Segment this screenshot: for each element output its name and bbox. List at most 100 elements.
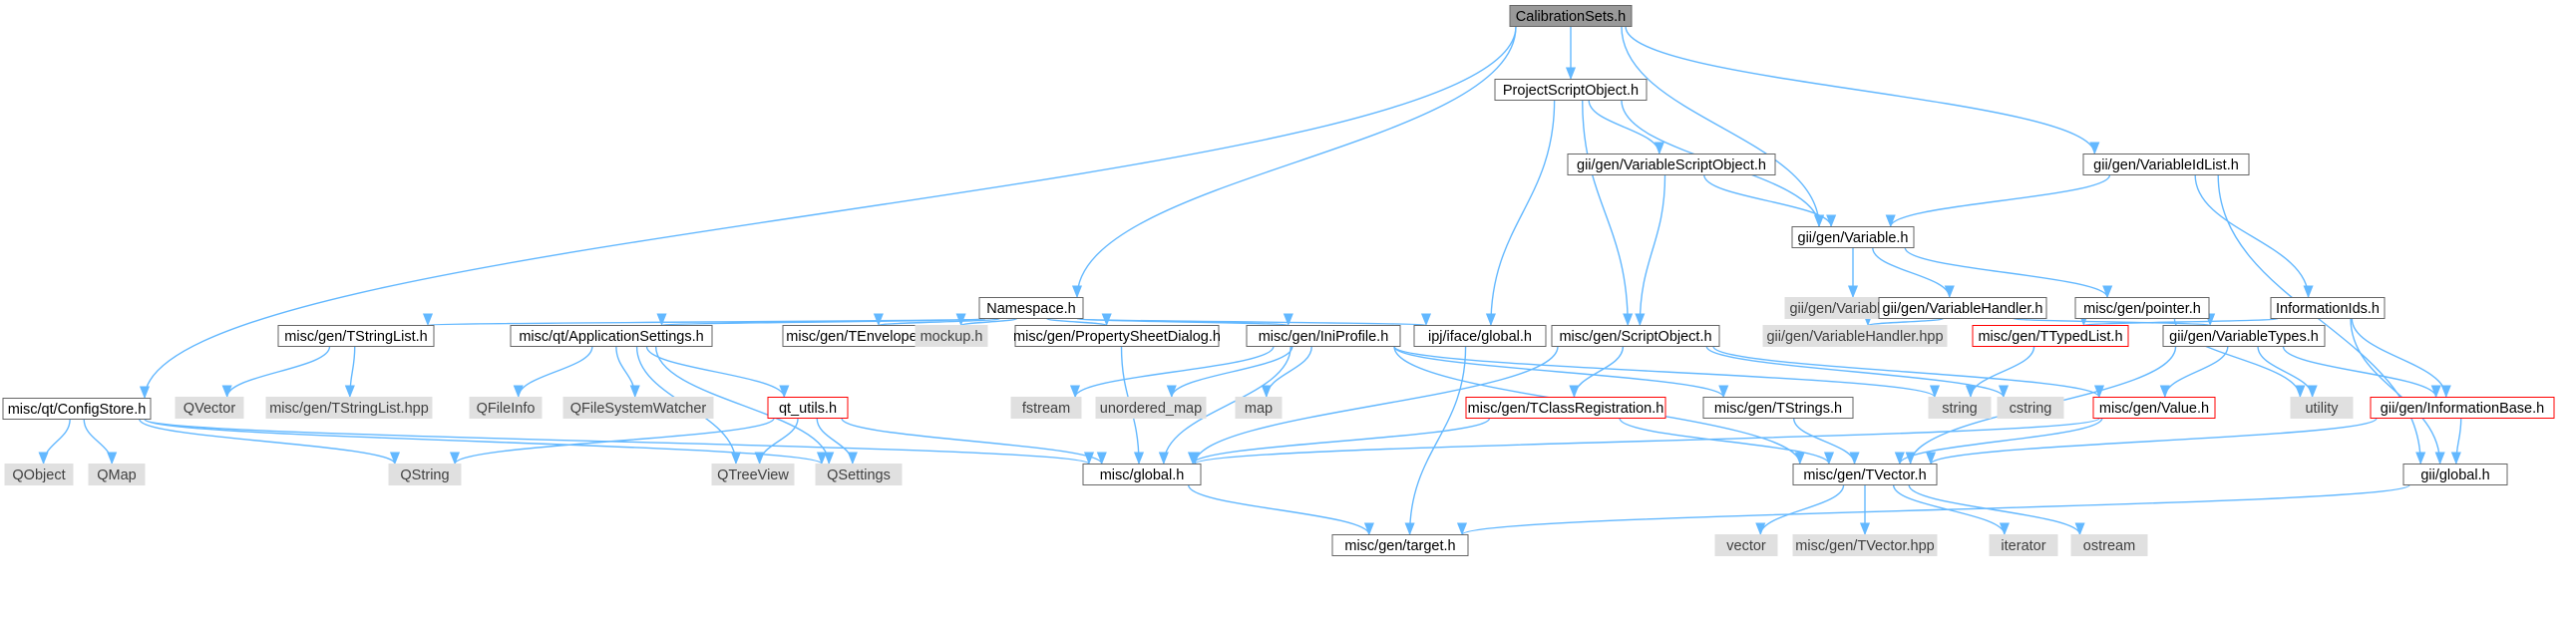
node-tenvelope[interactable]: misc/gen/TEnvelope.h — [782, 325, 933, 347]
edge — [1872, 247, 1955, 299]
node-variablehandler[interactable]: gii/gen/VariableHandler.h — [1878, 297, 2047, 319]
node-box — [2370, 397, 2555, 419]
edge-variablehandler-to-variablehandler-hpp — [1863, 313, 1945, 327]
node-label: ipj/iface/global.h — [1428, 329, 1532, 345]
edge — [1166, 346, 1293, 399]
node-value[interactable]: misc/gen/Value.h — [2092, 397, 2216, 419]
node-label: misc/gen/PropertySheetDialog.h — [1013, 329, 1221, 345]
edge-iniprofile-to-map — [1261, 346, 1312, 399]
node-gii-global[interactable]: gii/global.h — [2402, 464, 2508, 485]
node-variabletypes[interactable]: gii/gen/VariableTypes.h — [2162, 325, 2326, 347]
node-label: gii/gen/InformationBase.h — [2381, 401, 2544, 417]
node-misc-global[interactable]: misc/global.h — [1082, 464, 1202, 485]
node-configstore[interactable]: misc/qt/ConfigStore.h — [2, 398, 152, 420]
edge — [2159, 346, 2229, 399]
node-calibrationsets[interactable]: CalibrationSets.h — [1509, 5, 1633, 27]
node-box — [2162, 325, 2326, 347]
edge-value-to-misc-global — [1190, 417, 2100, 466]
edge-scriptobject-to-cstring — [1705, 346, 2009, 399]
edge — [1072, 26, 1517, 299]
edge — [1588, 100, 1664, 155]
node-variablescriptobject[interactable]: gii/gen/VariableScriptObject.h — [1567, 154, 1776, 175]
edge — [2351, 318, 2451, 399]
node-namespace[interactable]: Namespace.h — [978, 297, 1084, 319]
edge-misc-global-to-target — [1187, 484, 1374, 536]
edge — [38, 419, 71, 466]
edge-tstrings-to-tvector — [1792, 418, 1860, 466]
node-box — [2, 398, 152, 420]
edge-scriptobject-to-misc-global — [1190, 346, 1559, 466]
node-tclassregistration[interactable]: misc/gen/TClassRegistration.h — [1465, 397, 1666, 419]
node-qmap: QMap — [88, 464, 146, 485]
node-iterator: iterator — [1989, 534, 2058, 556]
edge-variableidlist-to-gii-global — [2217, 174, 2426, 466]
node-label: QFileInfo — [477, 401, 536, 417]
edge — [2350, 318, 2445, 466]
node-box — [1235, 397, 1283, 419]
node-qfileinfo: QFileInfo — [469, 397, 543, 419]
edge-namespace-to-applicationsettings — [657, 313, 986, 327]
node-tvector[interactable]: misc/gen/TVector.h — [1792, 464, 1938, 485]
edge-tstringlist-to-tstringlist-hpp — [344, 346, 356, 399]
node-label: misc/gen/TTypedList.h — [1978, 329, 2122, 345]
node-label: utility — [2305, 401, 2339, 417]
edge-calibrationsets-to-variable — [1621, 26, 1825, 228]
node-label: QObject — [12, 467, 65, 483]
node-projectscriptobject[interactable]: ProjectScriptObject.h — [1494, 79, 1648, 101]
node-label: fstream — [1022, 401, 1070, 417]
edge — [1926, 417, 2378, 466]
edge — [2282, 346, 2441, 399]
node-propertysheetdialog[interactable]: misc/gen/PropertySheetDialog.h — [1013, 325, 1221, 347]
node-string: string — [1928, 397, 1992, 419]
node-applicationsettings[interactable]: misc/qt/ApplicationSettings.h — [510, 325, 713, 347]
node-informationids[interactable]: InformationIds.h — [2270, 297, 2386, 319]
edge-applicationsettings-to-qsettings — [654, 346, 835, 466]
node-box — [175, 397, 244, 419]
node-informationbase[interactable]: gii/gen/InformationBase.h — [2370, 397, 2555, 419]
node-box — [767, 397, 849, 419]
node-scriptobject[interactable]: misc/gen/ScriptObject.h — [1551, 325, 1720, 347]
node-mockup: mockup.h — [915, 325, 988, 347]
node-target[interactable]: misc/gen/target.h — [1331, 534, 1469, 556]
edge — [1188, 417, 1491, 466]
edge — [1885, 174, 2111, 228]
node-fstream: fstream — [1010, 397, 1082, 419]
edge-variabletypes-to-utility — [2257, 346, 2318, 399]
node-tstrings[interactable]: misc/gen/TStrings.h — [1702, 397, 1854, 419]
edge-qt-utils-to-qtreeview — [754, 418, 799, 466]
node-qstring: QString — [388, 464, 462, 485]
node-pointer[interactable]: misc/gen/pointer.h — [2074, 297, 2210, 319]
node-label: string — [1942, 401, 1977, 417]
node-qt-utils[interactable]: qt_utils.h — [767, 397, 849, 419]
node-label: unordered_map — [1100, 401, 1202, 417]
node-box — [265, 397, 433, 419]
node-tstringlist[interactable]: misc/gen/TStringList.h — [277, 325, 435, 347]
node-label: QVector — [184, 401, 236, 417]
node-box — [1246, 325, 1401, 347]
edge — [1158, 346, 1291, 466]
node-ipj-global[interactable]: ipj/iface/global.h — [1413, 325, 1547, 347]
node-box — [2270, 297, 2386, 319]
node-label: misc/gen/target.h — [1344, 538, 1455, 554]
edge-projectscriptobject-to-scriptobject — [1582, 100, 1634, 327]
edge-namespace-to-mockup — [955, 313, 1018, 327]
node-label: vector — [1726, 538, 1766, 554]
node-variableidlist[interactable]: gii/gen/VariableIdList.h — [2082, 154, 2250, 175]
edge — [221, 346, 331, 399]
node-label: QFileSystemWatcher — [570, 401, 707, 417]
node-box — [2082, 154, 2250, 175]
node-label: gii/gen/VariableHandler.h — [1883, 301, 2043, 317]
edge — [1569, 346, 1625, 399]
edge-informationids-to-gii-global — [2350, 318, 2445, 466]
node-iniprofile[interactable]: misc/gen/IniProfile.h — [1246, 325, 1401, 347]
edge — [657, 313, 986, 327]
node-ttypedlist[interactable]: misc/gen/TTypedList.h — [1972, 325, 2129, 347]
node-variable[interactable]: gii/gen/Variable.h — [1791, 226, 1915, 248]
edge-tvector-to-ostream — [1908, 484, 2085, 536]
edge — [2194, 174, 2314, 299]
edge-value-to-tvector — [1894, 418, 2103, 466]
edge — [1582, 100, 1634, 327]
edge-calibrationsets-to-variableidlist — [1625, 26, 2100, 155]
